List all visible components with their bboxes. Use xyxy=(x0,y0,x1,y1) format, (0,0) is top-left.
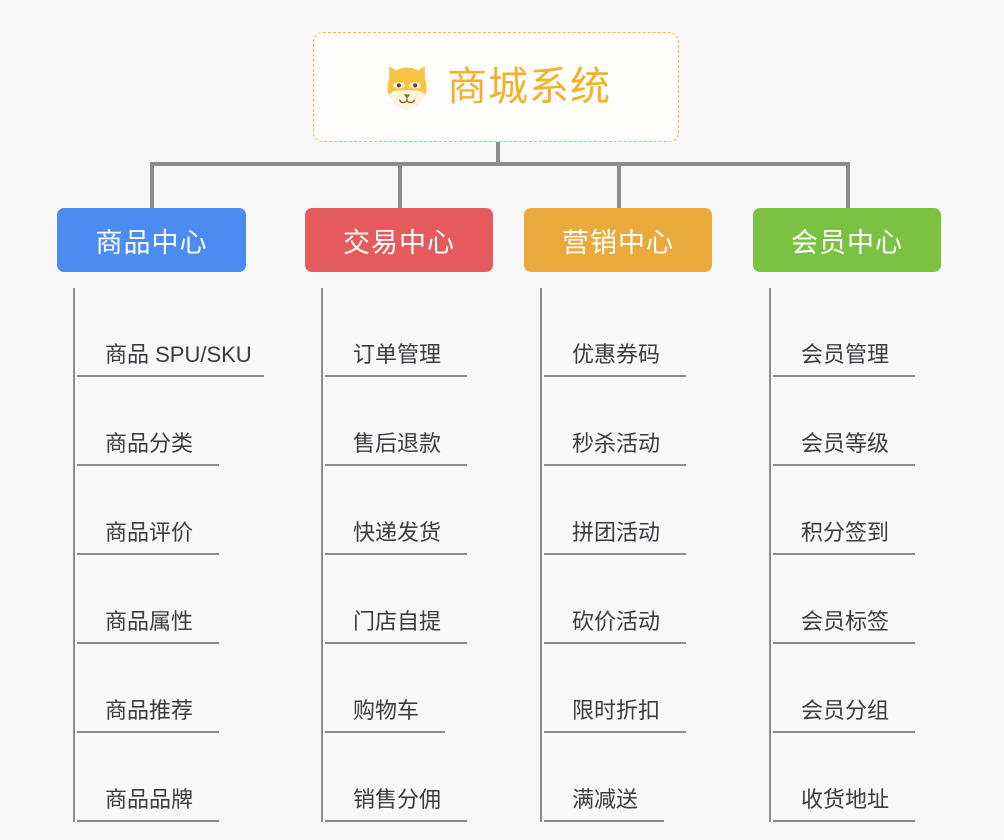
list-item[interactable]: 收货地址 xyxy=(771,733,973,822)
leaf-label: 拼团活动 xyxy=(544,520,687,555)
leaf-label: 秒杀活动 xyxy=(544,431,687,466)
leaf-label: 销售分佣 xyxy=(325,787,468,822)
connector-drop-商品中心 xyxy=(150,162,154,210)
list-item[interactable]: 积分签到 xyxy=(771,466,973,555)
leaf-label: 收货地址 xyxy=(773,787,916,822)
list-item[interactable]: 商品品牌 xyxy=(75,733,277,822)
leaf-label: 会员管理 xyxy=(773,342,916,377)
leaf-label: 订单管理 xyxy=(325,342,468,377)
list-item[interactable]: 商品分类 xyxy=(75,377,277,466)
leaf-label: 砍价活动 xyxy=(544,609,687,644)
connector-root-stem xyxy=(496,142,500,166)
leaf-label: 快递发货 xyxy=(325,520,468,555)
list-item[interactable]: 会员等级 xyxy=(771,377,973,466)
branch-header-product-center[interactable]: 商品中心 xyxy=(57,208,246,272)
leaf-label: 限时折扣 xyxy=(544,698,687,733)
list-item[interactable]: 拼团活动 xyxy=(542,466,744,555)
list-item[interactable]: 会员分组 xyxy=(771,644,973,733)
leaf-label: 商品评价 xyxy=(77,520,220,555)
list-item[interactable]: 会员管理 xyxy=(771,288,973,377)
list-item[interactable]: 商品 SPU/SKU xyxy=(75,288,277,377)
list-item[interactable]: 会员标签 xyxy=(771,555,973,644)
leaf-label: 商品品牌 xyxy=(77,787,220,822)
branch-column-product-center: 商品中心 商品 SPU/SKU 商品分类 商品评价 商品属性 商品推荐 商品品牌 xyxy=(57,208,277,822)
list-item[interactable]: 销售分佣 xyxy=(323,733,525,822)
list-item[interactable]: 商品属性 xyxy=(75,555,277,644)
leaf-label: 满减送 xyxy=(544,787,665,822)
list-item[interactable]: 订单管理 xyxy=(323,288,525,377)
leaf-list-marketing-center: 优惠券码 秒杀活动 拼团活动 砍价活动 限时折扣 满减送 xyxy=(540,288,744,822)
branch-column-marketing-center: 营销中心 优惠券码 秒杀活动 拼团活动 砍价活动 限时折扣 满减送 xyxy=(524,208,744,822)
list-item[interactable]: 购物车 xyxy=(323,644,525,733)
branch-header-member-center[interactable]: 会员中心 xyxy=(753,208,941,272)
leaf-label: 商品分类 xyxy=(77,431,220,466)
list-item[interactable]: 满减送 xyxy=(542,733,744,822)
list-item[interactable]: 售后退款 xyxy=(323,377,525,466)
leaf-label: 商品推荐 xyxy=(77,698,220,733)
connector-drop-营销中心 xyxy=(617,162,621,210)
branch-column-member-center: 会员中心 会员管理 会员等级 积分签到 会员标签 会员分组 收货地址 xyxy=(753,208,973,822)
leaf-label: 商品 SPU/SKU xyxy=(77,342,264,377)
leaf-list-product-center: 商品 SPU/SKU 商品分类 商品评价 商品属性 商品推荐 商品品牌 xyxy=(73,288,277,822)
list-item[interactable]: 砍价活动 xyxy=(542,555,744,644)
list-item[interactable]: 商品评价 xyxy=(75,466,277,555)
connector-drop-会员中心 xyxy=(846,162,850,210)
list-item[interactable]: 秒杀活动 xyxy=(542,377,744,466)
leaf-label: 购物车 xyxy=(325,698,446,733)
branch-header-marketing-center[interactable]: 营销中心 xyxy=(524,208,712,272)
leaf-list-trade-center: 订单管理 售后退款 快递发货 门店自提 购物车 销售分佣 xyxy=(321,288,525,822)
root-title: 商城系统 xyxy=(447,65,611,109)
connector-drop-交易中心 xyxy=(398,162,402,210)
shiba-dog-face-icon xyxy=(387,65,427,110)
root-node[interactable]: 商城系统 xyxy=(313,32,679,142)
list-item[interactable]: 快递发货 xyxy=(323,466,525,555)
leaf-label: 会员等级 xyxy=(773,431,916,466)
branch-columns: 商品中心 商品 SPU/SKU 商品分类 商品评价 商品属性 商品推荐 商品品牌… xyxy=(0,208,1004,840)
list-item[interactable]: 门店自提 xyxy=(323,555,525,644)
leaf-label: 商品属性 xyxy=(77,609,220,644)
branch-column-trade-center: 交易中心 订单管理 售后退款 快递发货 门店自提 购物车 销售分佣 xyxy=(305,208,525,822)
leaf-label: 售后退款 xyxy=(325,431,468,466)
list-item[interactable]: 优惠券码 xyxy=(542,288,744,377)
leaf-label: 会员分组 xyxy=(773,698,916,733)
branch-header-trade-center[interactable]: 交易中心 xyxy=(305,208,493,272)
leaf-label: 积分签到 xyxy=(773,520,916,555)
leaf-label: 优惠券码 xyxy=(544,342,687,377)
list-item[interactable]: 限时折扣 xyxy=(542,644,744,733)
connector-horizontal-bus xyxy=(150,162,850,166)
leaf-list-member-center: 会员管理 会员等级 积分签到 会员标签 会员分组 收货地址 xyxy=(769,288,973,822)
list-item[interactable]: 商品推荐 xyxy=(75,644,277,733)
leaf-label: 会员标签 xyxy=(773,609,916,644)
leaf-label: 门店自提 xyxy=(325,609,468,644)
